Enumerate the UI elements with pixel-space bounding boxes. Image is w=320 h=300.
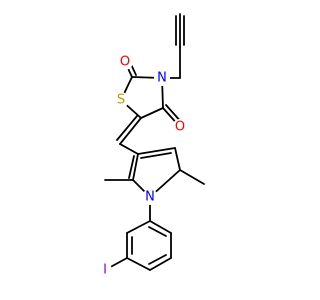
bond-c5-c4 [140, 107, 164, 119]
bond-ph-d1 [148, 226, 167, 237]
bond-c2p-c3p-b [128, 155, 135, 179]
bond-ph-4 [126, 257, 151, 271]
atom-label-layer: O O N S N I [98, 54, 188, 278]
atom-o-top: O [117, 54, 133, 70]
atom-n-thiazolidine: N [154, 70, 170, 86]
atom-iodine: I [98, 263, 112, 278]
atom-n-pyrrole: N [142, 189, 158, 205]
atom-o-top-label: O [120, 55, 130, 70]
bond-ch-c3p [119, 143, 139, 155]
atom-n-pyrrole-label: N [145, 190, 155, 205]
bond-c5p-me [179, 169, 205, 185]
atom-n-thiazolidine-label: N [157, 71, 167, 86]
bond-ph-1 [149, 220, 172, 234]
bond-c5-ch-b [116, 115, 138, 141]
bond-ph-3 [149, 257, 172, 271]
bond-c4p-c5p [174, 147, 181, 171]
bond-ph-d2 [148, 254, 167, 265]
bond-layer [104, 13, 205, 271]
bond-c3p-c4p-b [140, 152, 172, 159]
bond-c5-ch-a [119, 117, 142, 145]
atom-iodine-label: I [103, 263, 107, 278]
bond-ph-6 [126, 220, 151, 234]
atom-o-right-label: O [175, 120, 185, 135]
atom-s-ring-label: S [117, 93, 125, 108]
atom-o-right: O [172, 119, 188, 135]
bond-c2p-c3p-a [132, 153, 139, 181]
bond-c3p-c4p-a [137, 147, 176, 155]
molecule-structure-diagram: O O N S N I [98, 13, 205, 278]
atom-s-ring: S [113, 92, 129, 108]
